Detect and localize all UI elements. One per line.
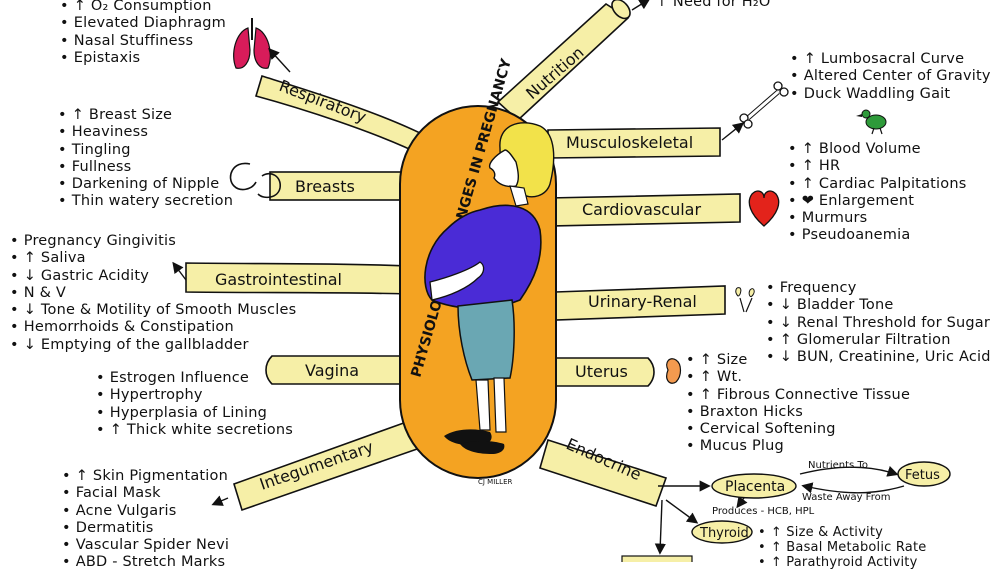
heart-icon bbox=[748, 190, 780, 227]
fetus-node bbox=[897, 461, 951, 487]
label-uterus: Uterus bbox=[575, 362, 628, 381]
nutrients-to-label: Nutrients To bbox=[808, 460, 868, 471]
banner-nutrition: Nutrition bbox=[496, 0, 631, 122]
list-item: Estrogen Influence bbox=[96, 370, 293, 387]
list-item: Altered Center of Gravity bbox=[790, 68, 991, 85]
list-item: ↑ Basal Metabolic Rate bbox=[758, 540, 926, 555]
list-item: Tingling bbox=[58, 142, 233, 159]
list-item: Elevated Diaphragm bbox=[60, 15, 226, 32]
label-urinary: Urinary-Renal bbox=[588, 292, 697, 311]
list-item: ↓ Renal Threshold for Sugar bbox=[766, 315, 991, 332]
label-musculoskeletal: Musculoskeletal bbox=[566, 133, 693, 152]
thyroid-label: Thyroid bbox=[699, 526, 749, 541]
kidneys-icon bbox=[735, 287, 755, 313]
list-item: Hyperplasia of Lining bbox=[96, 405, 293, 422]
uterus-list: ↑ Size ↑ Wt. ↑ Fibrous Connective Tissue… bbox=[686, 352, 910, 456]
list-item: ↓ Emptying of the gallbladder bbox=[10, 337, 296, 354]
list-item: ↓ Gastric Acidity bbox=[10, 268, 296, 285]
list-item: ↑ HR bbox=[788, 158, 966, 175]
artist-signature: CJ MILLER bbox=[478, 478, 513, 486]
list-item: Mucus Plug bbox=[686, 438, 910, 455]
list-item: ↓ Tone & Motility of Smooth Muscles bbox=[10, 302, 296, 319]
duck-icon bbox=[856, 109, 887, 135]
list-item: ↑ Thick white secretions bbox=[96, 422, 293, 439]
thyroid-node bbox=[691, 520, 753, 544]
breasts-list: ↑ Breast Size Heaviness Tingling Fullnes… bbox=[58, 107, 233, 211]
vagina-list: Estrogen Influence Hypertrophy Hyperplas… bbox=[96, 370, 293, 439]
list-item: Murmurs bbox=[788, 210, 966, 227]
label-breasts: Breasts bbox=[295, 177, 355, 196]
list-item: ABD - Stretch Marks bbox=[62, 554, 229, 571]
list-item: ↑ Wt. bbox=[686, 369, 910, 386]
list-item: ↑ Saliva bbox=[10, 250, 296, 267]
thyroid-list: ↑ Size & Activity ↑ Basal Metabolic Rate… bbox=[758, 525, 926, 570]
list-item: Pregnancy Gingivitis bbox=[10, 233, 296, 250]
list-item: Acne Vulgaris bbox=[62, 503, 229, 520]
list-item: Vascular Spider Nevi bbox=[62, 537, 229, 554]
label-vagina: Vagina bbox=[305, 361, 359, 380]
list-item: ❤ Enlargement bbox=[788, 193, 966, 210]
list-item: Frequency bbox=[766, 280, 991, 297]
integumentary-list: ↑ Skin Pigmentation Facial Mask Acne Vul… bbox=[62, 468, 229, 572]
gastrointestinal-list: Pregnancy Gingivitis ↑ Saliva ↓ Gastric … bbox=[10, 233, 296, 354]
list-item: ↑ Fibrous Connective Tissue bbox=[686, 387, 910, 404]
banner-breasts: Breasts bbox=[269, 171, 421, 201]
list-item: Nasal Stuffiness bbox=[60, 33, 226, 50]
list-item: Darkening of Nipple bbox=[58, 176, 233, 193]
list-item: ↑ Need for H₂O bbox=[642, 0, 771, 11]
banner-uterus: Uterus bbox=[554, 357, 655, 387]
list-item: Heaviness bbox=[58, 124, 233, 141]
list-item: ↑ O₂ Consumption bbox=[60, 0, 226, 15]
cardiovascular-list: ↑ Blood Volume ↑ HR ↑ Cardiac Palpitatio… bbox=[788, 141, 967, 245]
banner-urinary: Urinary-Renal bbox=[554, 285, 726, 321]
list-item: Braxton Hicks bbox=[686, 404, 910, 421]
nutrition-list: ↑ Need for H₂O bbox=[642, 0, 771, 11]
list-item: ↑ Breast Size bbox=[58, 107, 233, 124]
uterus-icon bbox=[666, 358, 682, 384]
offscreen-box bbox=[621, 555, 693, 562]
breasts-icon bbox=[229, 162, 281, 199]
list-item: Cervical Softening bbox=[686, 421, 910, 438]
bone-icon bbox=[739, 81, 789, 129]
list-item: ↑ Cardiac Palpitations bbox=[788, 176, 967, 193]
lungs-icon bbox=[233, 18, 271, 69]
placenta-label: Placenta bbox=[725, 479, 785, 495]
banner-cardiovascular: Cardiovascular bbox=[547, 193, 741, 227]
respiratory-list: ↑ O₂ Consumption Elevated Diaphragm Nasa… bbox=[60, 0, 226, 67]
list-item: ↑ Size & Activity bbox=[758, 525, 926, 540]
list-item: ↑ Glomerular Filtration bbox=[766, 332, 991, 349]
pregnant-woman-illustration: CJ MILLER bbox=[424, 122, 555, 486]
list-item: ↑ Skin Pigmentation bbox=[62, 468, 229, 485]
waste-away-label: Waste Away From bbox=[802, 492, 890, 503]
list-item: Duck Waddling Gait bbox=[790, 86, 991, 103]
banner-endocrine: Endocrine bbox=[539, 434, 668, 508]
musculoskeletal-list: ↑ Lumbosacral Curve Altered Center of Gr… bbox=[790, 51, 991, 103]
placenta-node bbox=[711, 473, 797, 499]
banner-respiratory: Respiratory bbox=[254, 74, 431, 158]
list-item: ↑ Size bbox=[686, 352, 910, 369]
label-cardiovascular: Cardiovascular bbox=[582, 200, 701, 219]
list-item: ↓ Bladder Tone bbox=[766, 297, 991, 314]
list-item: ↑ Blood Volume bbox=[788, 141, 966, 158]
list-item: N & V bbox=[10, 285, 296, 302]
endocrine-flow: Placenta Fetus Thyroid Nutrients To Wast… bbox=[621, 460, 951, 562]
banner-musculoskeletal: Musculoskeletal bbox=[547, 127, 721, 159]
fetus-label: Fetus bbox=[905, 468, 940, 483]
list-item: Dermatitis bbox=[62, 520, 229, 537]
list-item: Fullness bbox=[58, 159, 233, 176]
list-item: Facial Mask bbox=[62, 485, 229, 502]
list-item: ↑ Parathyroid Activity bbox=[758, 555, 926, 570]
list-item: Epistaxis bbox=[60, 50, 226, 67]
list-item: ↑ Lumbosacral Curve bbox=[790, 51, 991, 68]
list-item: Pseudoanemia bbox=[788, 227, 966, 244]
list-item: Hemorrhoids & Constipation bbox=[10, 319, 296, 336]
produces-label: Produces - HCB, HPL bbox=[712, 506, 815, 517]
list-item: Hypertrophy bbox=[96, 387, 293, 404]
banner-vagina: Vagina bbox=[265, 355, 411, 385]
list-item: Thin watery secretion bbox=[58, 193, 233, 210]
